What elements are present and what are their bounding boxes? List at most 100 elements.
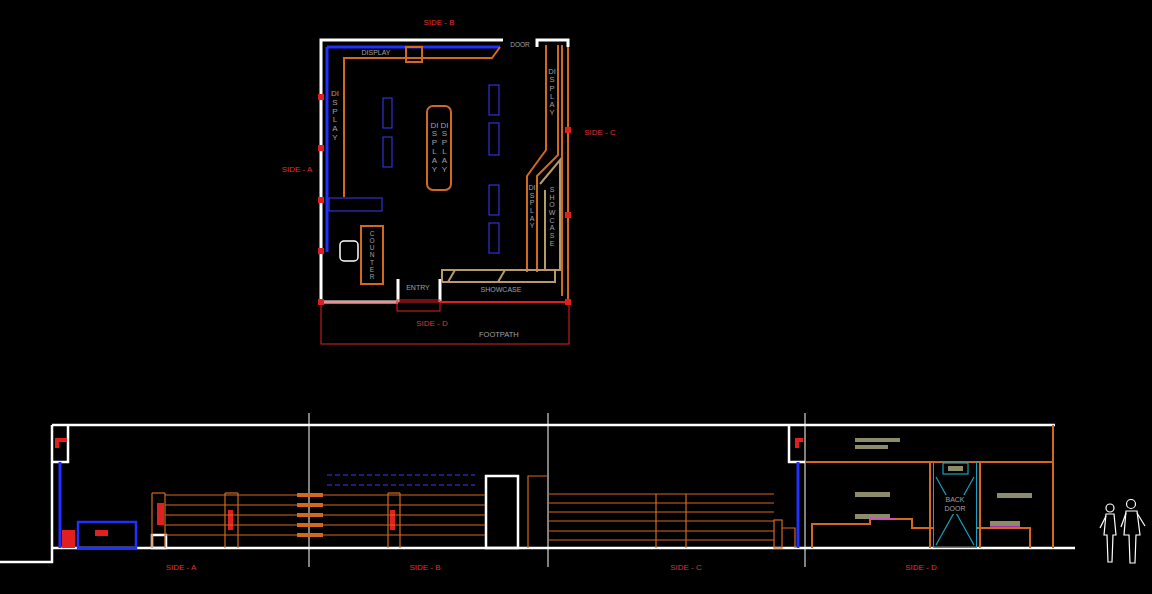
drawing-part: [388, 492, 400, 493]
node-text: BACK DOOR: [939, 495, 971, 513]
drawing-part: [225, 492, 238, 493]
drawing-part: [565, 299, 571, 305]
drawing-part: [399, 493, 400, 548]
drawing-part: [979, 462, 981, 548]
drawing-part: [78, 522, 136, 548]
drawing-part: [936, 477, 974, 545]
drawing-part: [997, 493, 1032, 498]
drawing-part: [55, 438, 59, 448]
drawing-part: [383, 137, 392, 167]
drawing-part: [95, 530, 108, 536]
side-label: SIDE - D: [905, 564, 937, 572]
drawing-part: [152, 476, 795, 548]
side-label: SIDE - B: [423, 19, 454, 27]
drawing-part: [489, 185, 499, 215]
drawing-part: [224, 493, 225, 548]
drawing-part: [797, 462, 800, 548]
drawing-part: [387, 493, 388, 548]
part-label: DISPLAY: [529, 184, 536, 230]
drawing-part: [427, 106, 451, 190]
drawing-part: [327, 485, 475, 486]
drawing-part: [165, 524, 485, 525]
display-unit: DISPLAYDISPLAY: [427, 106, 452, 190]
drawing-part: [548, 511, 774, 512]
drawing-part: [540, 160, 560, 270]
part-label: SHOWCASE: [549, 186, 556, 248]
drawing-part: [151, 493, 152, 548]
drawing-part: [165, 504, 485, 505]
drawing-part: [1100, 500, 1145, 564]
drawing-part: [548, 413, 549, 567]
drawing-part: [929, 462, 931, 548]
drawing-part: [1052, 425, 1054, 548]
drawing-part: [318, 94, 571, 305]
drawing-part: [318, 94, 324, 100]
drawing-part: [327, 475, 475, 485]
drawing-part: [309, 413, 805, 567]
drawing-part: [498, 270, 505, 282]
drawing-part: [327, 475, 475, 476]
drawing-part: [812, 519, 933, 548]
drawing-part: [1121, 513, 1126, 527]
drawing-part: [326, 47, 329, 252]
drawing-part: [297, 495, 323, 535]
drawing-part: [318, 299, 324, 305]
plan: [318, 40, 571, 344]
drawing-part: [361, 226, 383, 284]
drawing-part: [309, 413, 310, 567]
drawing-part: [52, 424, 1055, 427]
drawing-part: [397, 279, 400, 302]
part-label: DISPLAY: [548, 68, 556, 118]
drawing-part: [936, 463, 974, 545]
drawing-part: [0, 425, 52, 562]
drawing-part: [321, 302, 569, 344]
drawing-part: [439, 279, 442, 302]
drawing-part: [1124, 511, 1140, 563]
drawing-part: [548, 530, 774, 531]
drawing-part: [344, 47, 500, 197]
drawing-part: [1104, 514, 1116, 562]
drawing-part: [855, 438, 900, 442]
part-label: SHOWCASE: [481, 286, 522, 293]
drawing-part: [340, 241, 358, 261]
drawing-part: [228, 510, 233, 530]
drawing-part: [52, 425, 68, 462]
drawing-part: [297, 493, 323, 497]
drawing-part: [318, 145, 324, 151]
side-label: SIDE - C: [584, 129, 616, 137]
drawing-part: [567, 47, 569, 300]
drawing-part: [855, 445, 888, 449]
drawing-part: [805, 413, 806, 567]
drawing-part: [655, 494, 656, 548]
node-text: DISPLAY: [441, 122, 449, 175]
drawing-part: [855, 492, 890, 497]
drawing-part: [152, 535, 166, 548]
drawing-part: [948, 466, 963, 471]
elevation: [0, 413, 1145, 567]
drawing-part: [537, 40, 568, 47]
drawing-part: [390, 510, 395, 530]
drawing-part: [936, 477, 974, 545]
drawing-part: [489, 223, 499, 253]
drawing-part: [442, 270, 555, 282]
drawing-part: [548, 539, 774, 540]
drawing-part: [789, 425, 805, 462]
side-label: SIDE - B: [409, 564, 440, 572]
drawing-part: [157, 503, 164, 525]
drawing-part: [297, 503, 323, 507]
drawing-part: [1100, 516, 1106, 528]
drawing-part: [165, 494, 485, 495]
drawing-part: [344, 45, 568, 300]
drawing-part: [59, 462, 62, 548]
drawing-part: [774, 520, 782, 548]
footpath-area: FOOTPATH: [321, 302, 569, 344]
drawing-part: [548, 520, 774, 521]
drawing-part: [782, 528, 795, 548]
drawing-part: [561, 45, 563, 296]
drawing-part: [805, 425, 1053, 548]
node-text: FOOTPATH: [479, 331, 519, 340]
